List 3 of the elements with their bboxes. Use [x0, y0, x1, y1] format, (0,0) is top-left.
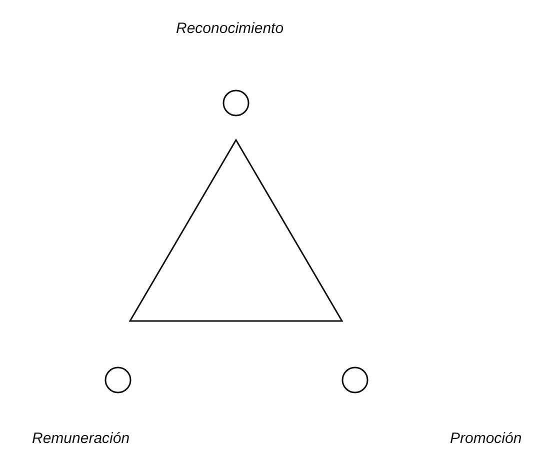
category-label: Promoción [450, 430, 522, 447]
category-label: Reconocimiento [176, 20, 284, 37]
category-label: Remuneración [32, 430, 130, 447]
